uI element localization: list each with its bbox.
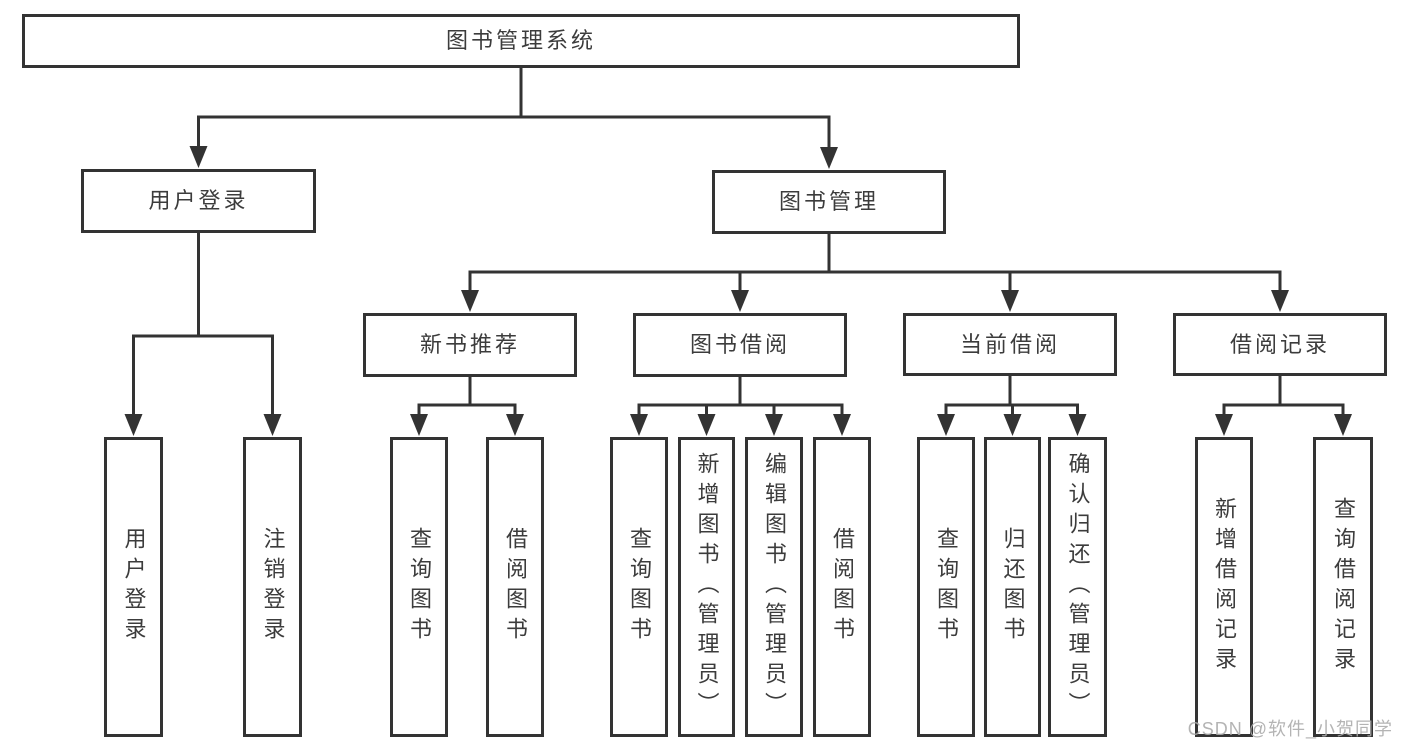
csdn-watermark: CSDN @软件_小贺同学 xyxy=(1187,719,1393,739)
node-borrow-records: 借阅记录 xyxy=(1173,313,1387,376)
leaf-borrow-books-1: 借阅图书 xyxy=(486,437,544,737)
node-root-label: 图书管理系统 xyxy=(445,28,596,53)
leaf-user-login-label: 用户登录 xyxy=(121,527,147,647)
leaf-add-borrow-record: 新增借阅记录 xyxy=(1195,437,1253,737)
connector-root xyxy=(197,68,831,151)
connector-user-login xyxy=(132,233,274,418)
connector-book-mgmt xyxy=(468,234,1282,294)
leaf-query-books-1: 查询图书 xyxy=(390,437,448,737)
leaf-borrow-books-2-label: 借阅图书 xyxy=(830,527,855,647)
leaf-confirm-return-admin: 确认归还（管理员） xyxy=(1048,437,1107,737)
leaf-edit-books-admin-label: 编辑图书（管理员） xyxy=(762,452,787,722)
leaf-borrow-books-2: 借阅图书 xyxy=(813,437,871,737)
node-user-login: 用户登录 xyxy=(81,169,316,233)
leaf-edit-books-admin: 编辑图书（管理员） xyxy=(745,437,803,737)
leaf-user-login: 用户登录 xyxy=(104,437,163,737)
leaf-borrow-books-1-label: 借阅图书 xyxy=(503,527,528,647)
node-book-management-label: 图书管理 xyxy=(778,189,879,214)
leaf-query-books-3-label: 查询图书 xyxy=(934,527,959,647)
leaf-query-books-3: 查询图书 xyxy=(917,437,975,737)
leaf-logout-label: 注销登录 xyxy=(260,527,286,647)
node-root: 图书管理系统 xyxy=(22,14,1020,68)
connector-new-books xyxy=(417,377,517,418)
node-user-login-label: 用户登录 xyxy=(148,188,249,213)
leaf-add-books-admin-label: 新增图书（管理员） xyxy=(694,452,720,722)
leaf-add-borrow-record-label: 新增借阅记录 xyxy=(1212,497,1237,677)
leaf-query-books-2-label: 查询图书 xyxy=(627,527,652,647)
connector-current-borrow xyxy=(944,376,1079,418)
node-book-borrow-label: 图书借阅 xyxy=(689,332,790,357)
leaf-query-borrow-record-label: 查询借阅记录 xyxy=(1331,497,1356,677)
node-borrow-records-label: 借阅记录 xyxy=(1229,331,1330,357)
leaf-logout: 注销登录 xyxy=(243,437,302,737)
connector-borrow-records xyxy=(1222,376,1345,418)
leaf-confirm-return-admin-label: 确认归还（管理员） xyxy=(1065,452,1091,722)
node-book-management: 图书管理 xyxy=(712,170,946,234)
leaf-return-books: 归还图书 xyxy=(984,437,1041,737)
connector-book-borrow xyxy=(637,377,844,418)
leaf-query-books-1-label: 查询图书 xyxy=(407,527,432,647)
node-book-borrow: 图书借阅 xyxy=(633,313,847,377)
node-current-borrow: 当前借阅 xyxy=(903,313,1117,376)
leaf-query-books-2: 查询图书 xyxy=(610,437,668,737)
node-new-book-recommend-label: 新书推荐 xyxy=(419,332,520,357)
leaf-return-books-label: 归还图书 xyxy=(1000,527,1026,647)
leaf-add-books-admin: 新增图书（管理员） xyxy=(678,437,735,737)
node-current-borrow-label: 当前借阅 xyxy=(959,331,1060,357)
leaf-query-borrow-record: 查询借阅记录 xyxy=(1313,437,1373,737)
node-new-book-recommend: 新书推荐 xyxy=(363,313,577,377)
